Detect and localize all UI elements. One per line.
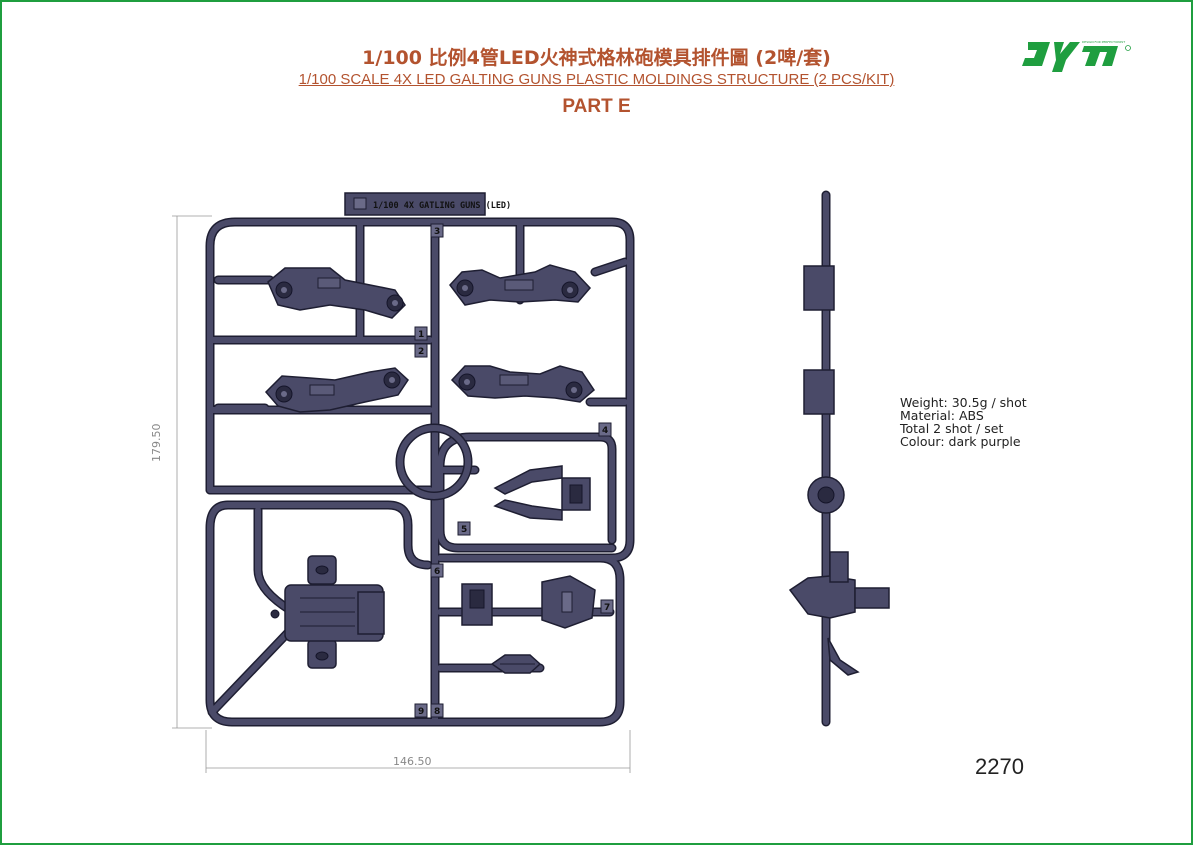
part-number-3: 3 [434, 227, 440, 237]
height-dimension: 179.50 [150, 423, 163, 463]
sprue-tag: 1/100 4X GATLING GUNS (LED) [344, 192, 511, 216]
title-english: 1/100 SCALE 4X LED GALTING GUNS PLASTIC … [298, 71, 895, 88]
dimension-lines [172, 215, 631, 773]
part-number-7: 7 [604, 603, 610, 613]
product-code: 2270 [975, 754, 1024, 779]
title-block: 1/100 比例4管LED火神式格林砲模具排件圖 (2啤/套) 1/100 SC… [0, 46, 1193, 118]
cross-mount-part [270, 555, 385, 669]
specs-block: Weight: 30.5g / shot Material: ABS Total… [900, 396, 1027, 448]
gun-arm-part-middle-right [450, 365, 595, 403]
spec-material: Material: ABS [900, 408, 984, 423]
brand-logo: DESIGN FOR PERFECTIONIST [1022, 40, 1131, 72]
gun-arm-part-middle-left [264, 367, 409, 413]
gun-arm-part-upper-left [267, 267, 406, 319]
gun-arm-part-upper-right [449, 264, 592, 306]
claw-part [493, 465, 591, 521]
shield-part [541, 575, 596, 629]
width-dimension: 146.50 [393, 755, 432, 768]
part-number-5: 5 [461, 525, 467, 535]
spec-total: Total 2 shot / set [900, 421, 1004, 436]
part-number-6: 6 [434, 567, 440, 577]
bracket-part [461, 583, 493, 626]
part-number-4: 4 [602, 426, 608, 436]
spec-colour: Colour: dark purple [900, 434, 1021, 449]
connector-part [490, 654, 542, 674]
part-number-tabs: 1 2 3 4 5 6 7 8 9 [414, 223, 614, 718]
part-number-1: 1 [418, 330, 424, 340]
part-number-9: 9 [418, 707, 424, 717]
part-number-2: 2 [418, 347, 424, 357]
spec-weight: Weight: 30.5g / shot [900, 395, 1027, 410]
sprue-side-view [788, 190, 890, 727]
title-chinese: 1/100 比例4管LED火神式格林砲模具排件圖 (2啤/套) [362, 47, 831, 69]
svg-text:DESIGN FOR PERFECTIONIST: DESIGN FOR PERFECTIONIST [1082, 40, 1125, 44]
part-number-8: 8 [434, 707, 440, 717]
part-label: PART E [562, 96, 631, 117]
sprue-tag-label: 1/100 4X GATLING GUNS (LED) [373, 201, 511, 211]
